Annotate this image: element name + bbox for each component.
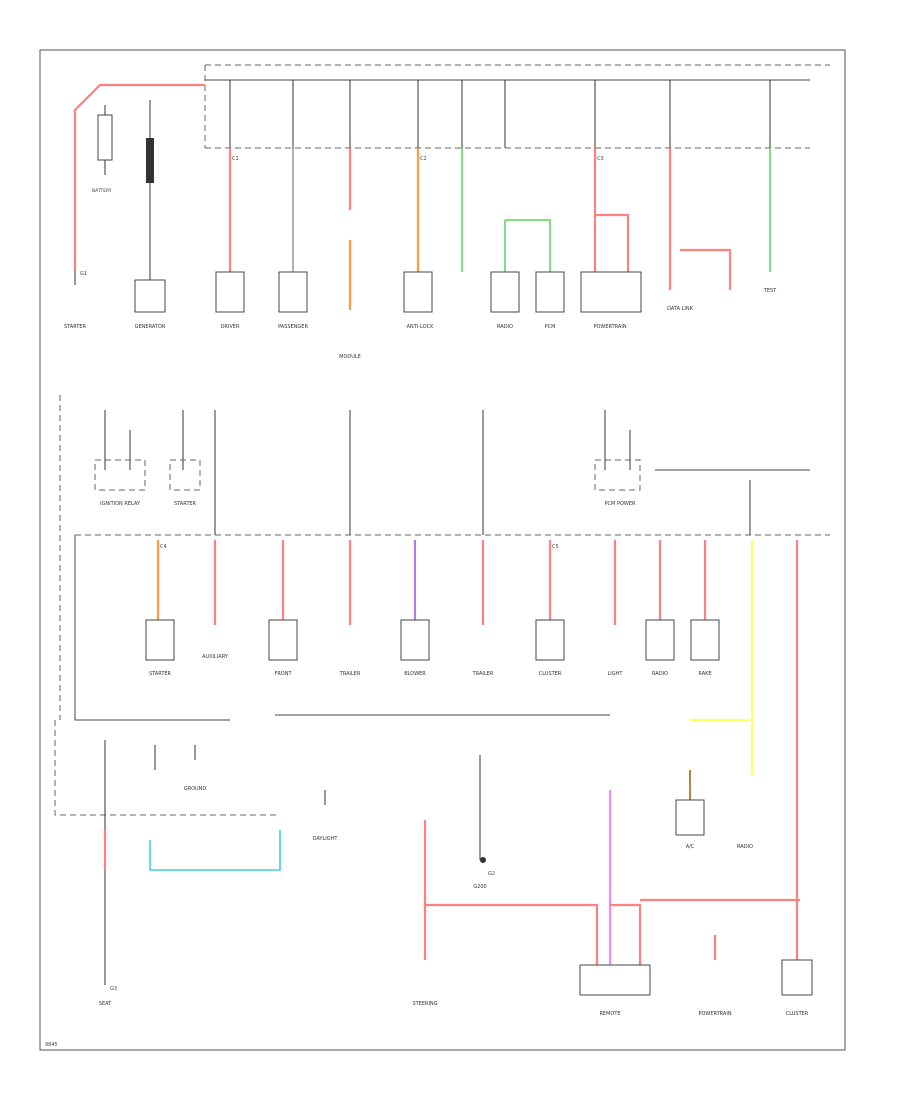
svg-text:GROUND: GROUND [184, 786, 207, 792]
mid-fuse-columns: STARTER AUXILIARY FRONT TRAILER BLOWER T… [145, 410, 799, 960]
svg-text:REMOTE: REMOTE [599, 1011, 620, 1017]
svg-text:PASSENGER: PASSENGER [278, 324, 308, 330]
svg-text:AUXILIARY: AUXILIARY [202, 654, 229, 660]
svg-text:RADIO: RADIO [497, 324, 513, 330]
svg-text:STARTER: STARTER [149, 671, 172, 677]
svg-text:RADIO: RADIO [652, 671, 668, 677]
svg-text:TEST: TEST [763, 288, 777, 294]
svg-text:RADIO: RADIO [737, 844, 753, 850]
connector-label-2: C2 [420, 156, 427, 162]
svg-text:LIGHT: LIGHT [608, 671, 624, 677]
svg-text:STARTER: STARTER [174, 501, 197, 507]
svg-text:DAYLIGHT: DAYLIGHT [313, 836, 339, 842]
fusible-link-symbol [146, 138, 154, 183]
ground-label-2: G2 [488, 871, 495, 877]
svg-text:G200: G200 [473, 884, 486, 890]
starter-label: STARTER [64, 324, 87, 330]
svg-text:ANTI-LOCK: ANTI-LOCK [407, 324, 435, 330]
svg-text:POWERTRAIN: POWERTRAIN [698, 1011, 731, 1017]
svg-text:FRONT: FRONT [274, 671, 292, 677]
svg-text:TRAILER: TRAILER [339, 671, 361, 677]
svg-text:RAKE: RAKE [698, 671, 711, 677]
svg-text:STEERING: STEERING [412, 1001, 437, 1007]
svg-text:SEAT: SEAT [99, 1001, 112, 1007]
connector-label-4: C4 [160, 544, 167, 550]
svg-text:CLUSTER: CLUSTER [786, 1011, 809, 1017]
ground-label-1: G1 [80, 271, 87, 277]
connector-label-3: C3 [597, 156, 604, 162]
svg-text:MODULE: MODULE [339, 354, 361, 360]
mid-left-bus [74, 535, 230, 721]
bottom-section: SEAT GROUND DAYLIGHT G200 STEERING REMOT… [54, 714, 813, 1017]
svg-text:A/C: A/C [686, 844, 695, 850]
svg-text:TRAILER: TRAILER [472, 671, 494, 677]
svg-text:DRIVER: DRIVER [221, 324, 240, 330]
svg-text:BLOWER: BLOWER [404, 671, 426, 677]
battery-symbol [97, 114, 113, 161]
ground-label-3: G3 [110, 986, 117, 992]
figure-code: 9845 [45, 1042, 58, 1048]
svg-text:POWERTRAIN: POWERTRAIN [593, 324, 626, 330]
svg-text:CLUSTER: CLUSTER [539, 671, 562, 677]
generator-label: GENERATOR [135, 324, 166, 330]
svg-text:DATA LINK: DATA LINK [667, 306, 693, 312]
battery-label: BATTERY [92, 188, 112, 194]
mid-relays: IGNITION RELAY STARTER PCM POWER [94, 410, 810, 507]
top-fuse-columns: DRIVER PASSENGER MODULE ANTI-LOCK RADIO … [215, 80, 777, 360]
diagram-frame [39, 49, 846, 1051]
generator-box [134, 279, 166, 313]
svg-text:IGNITION RELAY: IGNITION RELAY [100, 501, 141, 507]
connector-label-5: C5 [552, 544, 559, 550]
connector-label-1: C1 [232, 156, 239, 162]
battery-positive-wire [73, 83, 205, 270]
svg-text:PCM: PCM [545, 324, 556, 330]
svg-text:PCM POWER: PCM POWER [605, 501, 636, 507]
